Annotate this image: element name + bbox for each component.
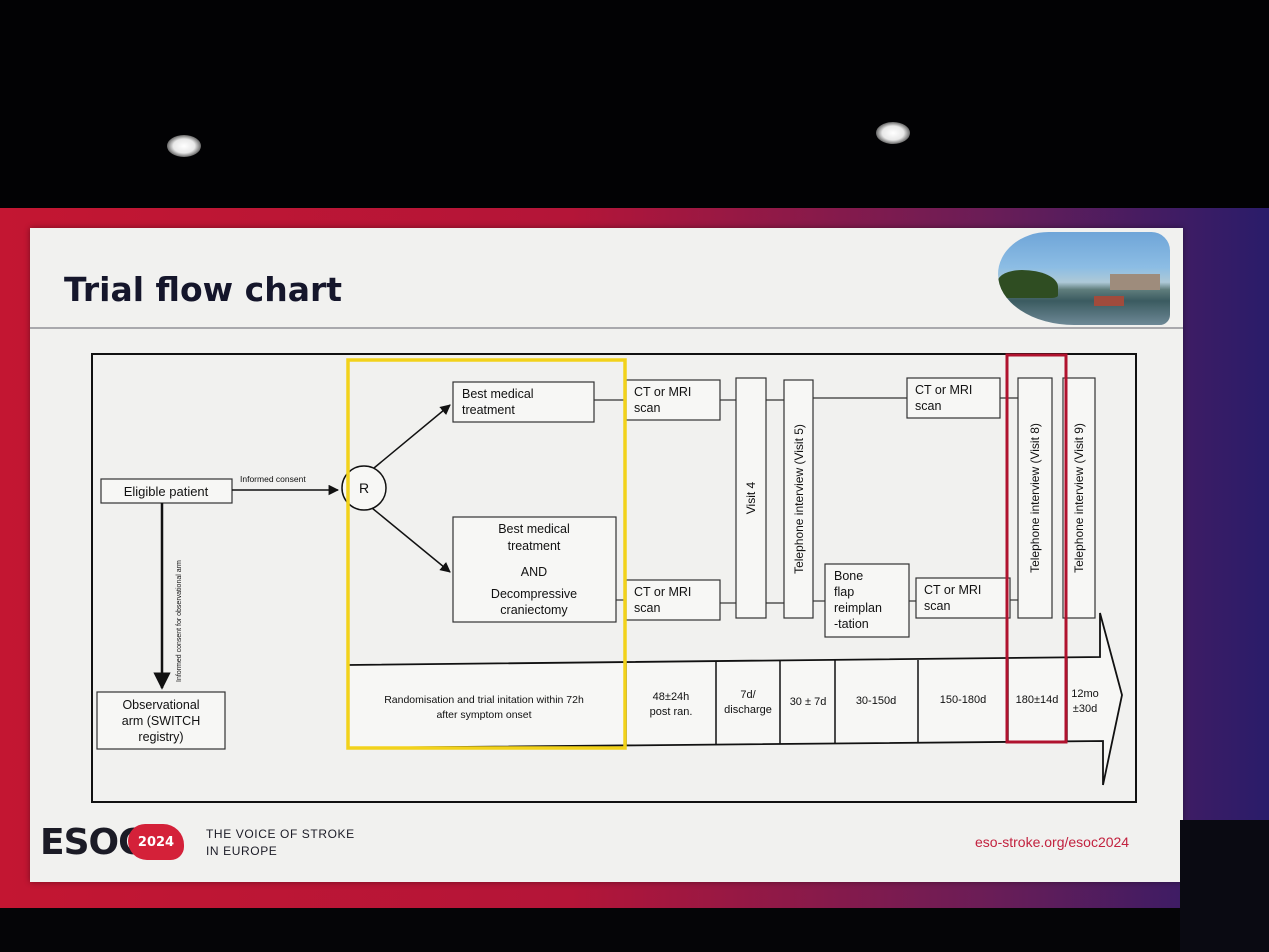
- city-river-photo: [998, 232, 1170, 325]
- randomisation-node-label: R: [359, 480, 369, 496]
- visit8-label: Telephone interview (Visit 8): [1028, 423, 1042, 573]
- timeline-t7-line1: 12mo: [1071, 688, 1099, 700]
- surgical-arm-box: [452, 516, 617, 623]
- observational-arm-line1: Observational: [122, 698, 199, 712]
- surgical-arm-line5: craniectomy: [500, 603, 568, 617]
- ct-mri-box-1-line1: CT or MRI: [634, 385, 691, 399]
- visit5-label: Telephone interview (Visit 5): [792, 424, 806, 574]
- ct-mri-box-4: [915, 577, 1011, 619]
- timeline-t4: 30-150d: [856, 695, 896, 707]
- tagline-line1: THE VOICE OF STROKE: [206, 827, 355, 841]
- visit4-box: [735, 377, 767, 619]
- surgical-arm-line2: treatment: [508, 539, 561, 553]
- esoc-2024-badge: 2024: [128, 824, 184, 860]
- bone-flap-line3: reimplan: [834, 601, 882, 615]
- visit5-box: [783, 379, 814, 619]
- audience-shadow: [1180, 820, 1269, 952]
- stage-lamp-right: [876, 122, 910, 144]
- timeline-randomisation-line2: after symptom onset: [436, 709, 531, 721]
- ct-mri-box-3: [906, 377, 1001, 419]
- medical-arm-line2: treatment: [462, 403, 515, 417]
- medical-arm-box: [452, 381, 595, 423]
- observational-arm-box: [96, 691, 226, 750]
- ct-mri-box-3-line2: scan: [915, 399, 941, 413]
- timeline-t2-line2: discharge: [724, 704, 772, 716]
- tagline-line2: IN EUROPE: [206, 844, 278, 858]
- ct-mri-box-2-line1: CT or MRI: [634, 585, 691, 599]
- screen-top-dark: [0, 0, 1269, 215]
- surgical-arm-line3: AND: [521, 565, 547, 579]
- visit8-box: [1017, 377, 1053, 619]
- visit9-label: Telephone interview (Visit 9): [1072, 423, 1086, 573]
- timeline-t7-line2: ±30d: [1073, 703, 1097, 715]
- visit9-box: [1062, 377, 1096, 619]
- medical-arm-line1: Best medical: [462, 387, 534, 401]
- visit4-label: Visit 4: [744, 481, 758, 514]
- ct-mri-box-2-line2: scan: [634, 601, 660, 615]
- timeline-t2-line1: 7d/: [740, 689, 756, 701]
- arrow-to-medical-arm: [373, 404, 451, 469]
- bone-flap-line1: Bone: [834, 569, 863, 583]
- ct-mri-box-4-line1: CT or MRI: [924, 583, 981, 597]
- randomisation-node: [341, 465, 387, 511]
- visit8-highlight-box: [1005, 353, 1068, 744]
- informed-consent-observational-label: Informed consent for observational arm: [176, 560, 183, 682]
- timeline-randomisation-line1: Randomisation and trial initation within…: [384, 694, 584, 706]
- bone-flap-line2: flap: [834, 585, 854, 599]
- diagram-frame: [91, 353, 1137, 803]
- ct-mri-box-3-line1: CT or MRI: [915, 383, 972, 397]
- esoc-logo: ESOC: [40, 822, 145, 863]
- timeline-t3: 30 ± 7d: [790, 696, 827, 708]
- randomisation-highlight-box: [346, 358, 627, 750]
- timeline-t1-line1: 48±24h: [653, 691, 690, 703]
- ct-mri-box-4-line2: scan: [924, 599, 950, 613]
- surgical-arm-line4: Decompressive: [491, 587, 577, 601]
- eligible-patient-label: Eligible patient: [124, 484, 209, 499]
- observational-arm-line2: arm (SWITCH: [122, 714, 200, 728]
- ct-mri-box-2: [625, 579, 721, 621]
- ct-mri-box-1-line2: scan: [634, 401, 660, 415]
- observational-arm-line3: registry): [138, 730, 183, 744]
- informed-consent-label: Informed consent: [240, 474, 306, 484]
- arrow-to-surgical-arm: [371, 507, 451, 573]
- tagline: THE VOICE OF STROKE IN EUROPE: [206, 826, 386, 860]
- slide-title: Trial flow chart: [64, 270, 343, 309]
- title-divider: [30, 327, 1183, 329]
- bone-flap-box: [824, 563, 910, 638]
- timeline-t5: 150-180d: [940, 694, 987, 706]
- timeline-t6: 180±14d: [1016, 694, 1059, 706]
- stage-lamp-left: [167, 135, 201, 157]
- ct-mri-box-1: [625, 379, 721, 421]
- timeline-t1-line2: post ran.: [650, 706, 693, 718]
- website-link: eso-stroke.org/esoc2024: [975, 834, 1130, 850]
- eligible-patient-box: [100, 478, 233, 504]
- bone-flap-line4: -tation: [834, 617, 869, 631]
- surgical-arm-line1: Best medical: [498, 522, 570, 536]
